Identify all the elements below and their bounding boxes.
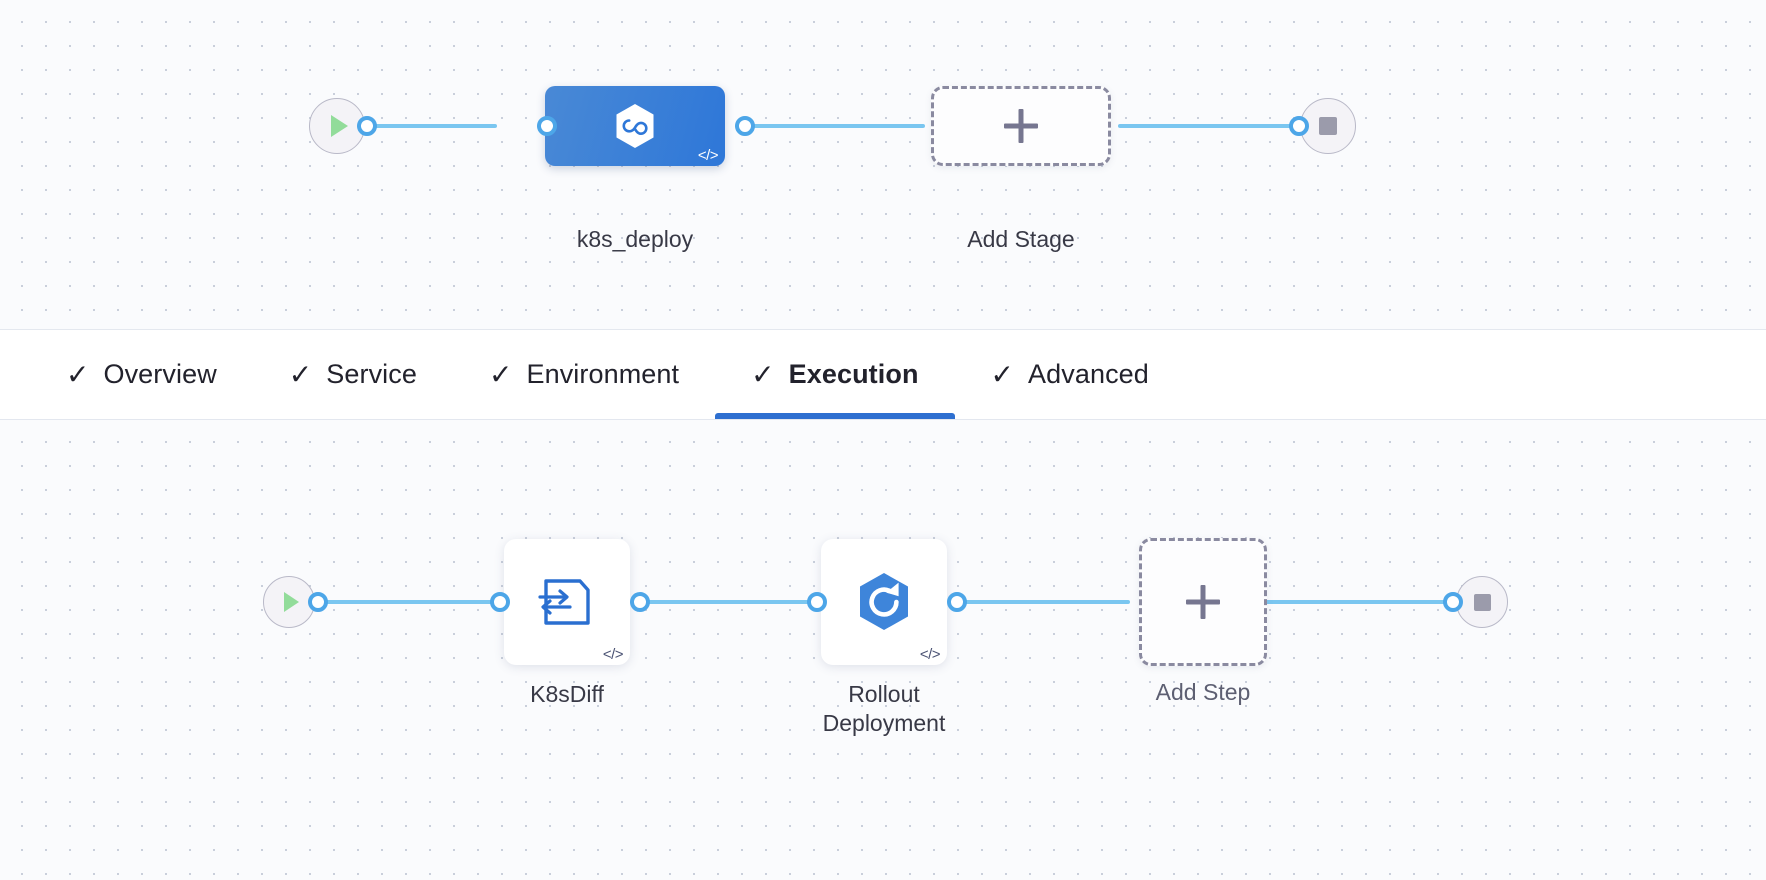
plus-icon (1186, 585, 1220, 619)
step-rollout-output-port[interactable] (947, 592, 967, 612)
tab-environment[interactable]: ✓ Environment (453, 330, 715, 419)
tab-environment-label: Environment (526, 359, 680, 389)
check-icon: ✓ (66, 358, 90, 390)
start-circle (309, 98, 365, 154)
execution-canvas[interactable]: </> K8sDiff </> (0, 420, 1766, 880)
check-icon: ✓ (489, 358, 513, 390)
step-link-rollout-to-add (950, 600, 1130, 604)
rollout-deployment-hexagon-icon (860, 573, 908, 630)
step-start-port[interactable] (308, 592, 328, 612)
tab-overview[interactable]: ✓ Overview (30, 330, 253, 419)
step-link-k8sdiff-to-rollout (630, 600, 820, 604)
tab-advanced[interactable]: ✓ Advanced (955, 330, 1185, 419)
stage-label-k8s-deploy: k8s_deploy (576, 226, 694, 252)
stage-pipeline: </> k8s_deploy Add Stage (0, 0, 1766, 329)
stage-config-tabs: ✓ Overview ✓ Service ✓ Environment ✓ Exe… (0, 330, 1766, 420)
kubernetes-hexagon-icon (616, 104, 654, 148)
stage-link-k8s-to-add (740, 124, 925, 128)
step-start-node[interactable] (263, 576, 315, 628)
stage-node-k8s-deploy[interactable]: </> (545, 86, 725, 166)
tab-overview-label: Overview (103, 359, 217, 389)
tab-advanced-label: Advanced (1028, 359, 1149, 389)
check-icon: ✓ (990, 358, 1015, 390)
stop-icon (1473, 593, 1491, 611)
step-link-start-to-k8sdiff (290, 600, 510, 604)
end-circle (1456, 576, 1508, 628)
stage-k8s-input-port[interactable] (537, 116, 557, 136)
check-icon: ✓ (751, 358, 775, 390)
step-label-rollout-deployment: Rollout Deployment (822, 681, 946, 737)
step-card[interactable]: </> (504, 539, 630, 665)
step-end-port[interactable] (1443, 592, 1463, 612)
step-k8sdiff-output-port[interactable] (630, 592, 650, 612)
stage-start-node[interactable] (309, 98, 365, 154)
start-circle (263, 576, 315, 628)
add-stage-node[interactable] (931, 86, 1111, 166)
stage-link-add-to-end (1118, 124, 1308, 128)
plus-icon (1004, 109, 1038, 143)
step-code-badge[interactable]: </> (919, 646, 941, 663)
step-end-node[interactable] (1456, 576, 1508, 628)
stage-end-port[interactable] (1289, 116, 1309, 136)
stage-card[interactable]: </> (545, 86, 725, 166)
step-label-k8sdiff: K8sDiff (530, 681, 604, 707)
step-code-badge[interactable]: </> (602, 646, 624, 663)
k8s-diff-document-icon (538, 579, 590, 625)
add-step-node[interactable] (1139, 538, 1267, 666)
add-stage-button[interactable] (931, 86, 1111, 166)
end-circle (1300, 98, 1356, 154)
step-node-rollout-deployment[interactable]: </> (821, 539, 947, 665)
add-step-button[interactable] (1139, 538, 1267, 666)
add-stage-label: Add Stage (967, 226, 1075, 252)
step-link-add-to-end (1265, 600, 1455, 604)
stage-code-badge[interactable]: </> (697, 147, 719, 164)
stage-start-port[interactable] (357, 116, 377, 136)
tab-service[interactable]: ✓ Service (253, 330, 453, 419)
play-icon (284, 592, 299, 612)
step-card[interactable]: </> (821, 539, 947, 665)
stage-canvas[interactable]: </> k8s_deploy Add Stage (0, 0, 1766, 330)
execution-pipeline: </> K8sDiff </> (0, 420, 1766, 880)
play-icon (331, 115, 348, 137)
tab-execution[interactable]: ✓ Execution (715, 330, 955, 419)
tab-execution-label: Execution (788, 359, 919, 389)
tab-service-label: Service (326, 359, 417, 389)
step-node-k8sdiff[interactable]: </> (504, 539, 630, 665)
step-k8sdiff-input-port[interactable] (490, 592, 510, 612)
stop-icon (1319, 117, 1337, 135)
stage-end-node[interactable] (1300, 98, 1356, 154)
stage-k8s-output-port[interactable] (735, 116, 755, 136)
check-icon: ✓ (288, 358, 313, 390)
stage-link-start-to-k8s (337, 124, 497, 128)
add-step-label: Add Step (1155, 679, 1251, 705)
step-rollout-input-port[interactable] (807, 592, 827, 612)
